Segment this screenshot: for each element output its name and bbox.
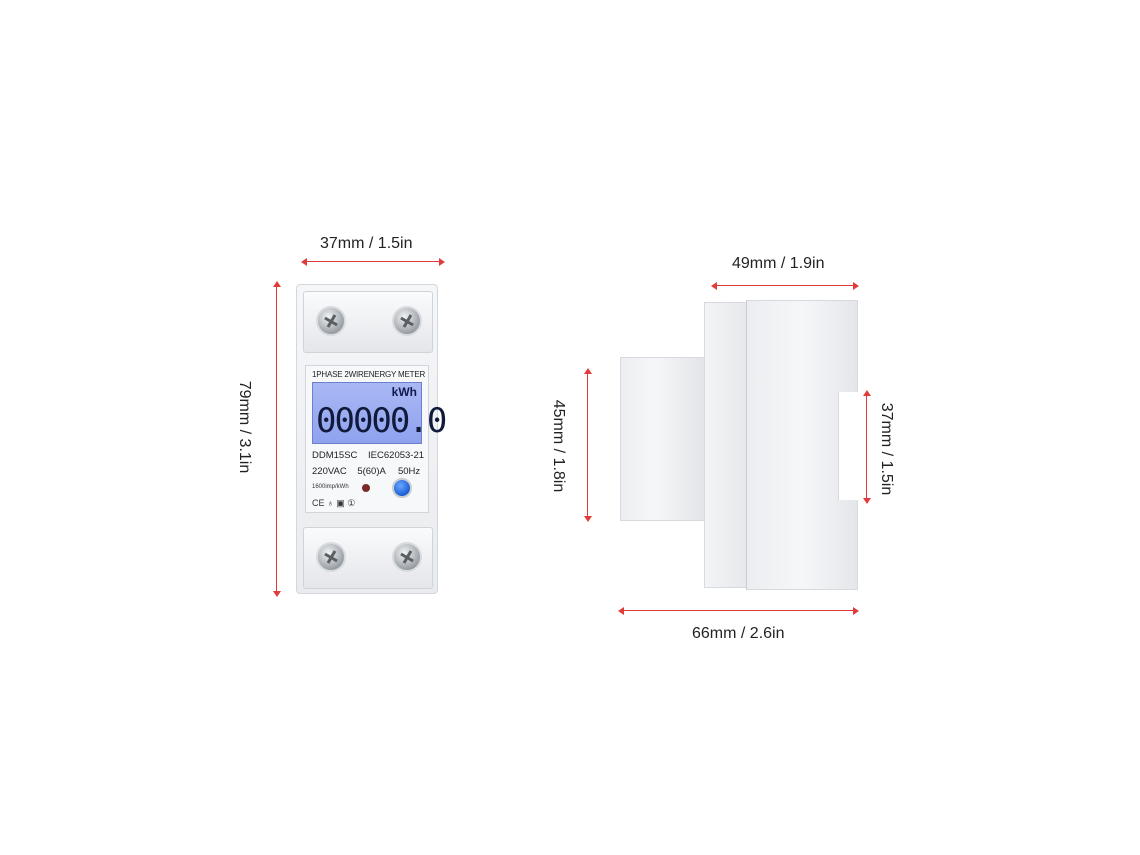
current-label: 5(60)A	[357, 466, 386, 477]
side-right-height-label: 37mm / 1.5in	[878, 402, 896, 496]
certification-marks: CE ♁ ▣ ①	[312, 498, 356, 508]
impulse-label: 1600imp/kWh	[312, 484, 349, 490]
side-top-width-arrow-left-icon	[711, 282, 717, 290]
side-top-width-arrow-right-icon	[853, 282, 859, 290]
meter-side-seam	[746, 300, 747, 590]
lcd-display: kWh 00000.0	[312, 382, 447, 444]
meter-faceplate: 1PHASE 2WIRENERGY METER kWh 00000.0 DDM1…	[305, 365, 447, 513]
lcd-unit: kWh	[391, 385, 417, 399]
front-height-arrow-bottom-icon	[273, 591, 281, 597]
top-terminal-block	[303, 291, 433, 353]
front-height-label: 79mm / 3.1in	[236, 380, 254, 474]
din-rail-clip-notch	[838, 392, 861, 500]
side-right-height-line	[866, 392, 867, 502]
screw-icon	[392, 306, 422, 336]
side-bottom-width-arrow-left-icon	[618, 607, 624, 615]
pulse-led-icon	[362, 484, 370, 492]
front-width-line	[303, 261, 443, 262]
side-bottom-width-arrow-right-icon	[853, 607, 859, 615]
side-right-height-arrow-top-icon	[863, 390, 871, 396]
side-left-height-line	[587, 370, 588, 520]
bottom-terminal-block	[303, 527, 433, 589]
display-button	[392, 478, 412, 498]
side-left-height-arrow-bottom-icon	[584, 516, 592, 522]
side-right-height-arrow-bottom-icon	[863, 498, 871, 504]
screw-icon	[316, 306, 346, 336]
screw-icon	[392, 542, 422, 572]
side-left-height-arrow-top-icon	[584, 368, 592, 374]
screw-icon	[316, 542, 346, 572]
meter-title: 1PHASE 2WIRENERGY METER	[312, 370, 426, 379]
front-height-line	[276, 283, 277, 595]
lcd-reading: 00000.0	[316, 401, 447, 441]
front-height-arrow-top-icon	[273, 281, 281, 287]
model-text: DDM15SC IEC62053-21	[312, 450, 424, 461]
standard-label: IEC62053-21	[368, 450, 425, 461]
meter-front-view: 1PHASE 2WIRENERGY METER kWh 00000.0 DDM1…	[296, 284, 447, 594]
side-bottom-width-label: 66mm / 2.6in	[692, 625, 785, 642]
voltage-label: 220VAC	[312, 466, 347, 477]
meter-side-mid-section	[704, 302, 748, 588]
model-label: DDM15SC	[312, 450, 358, 461]
side-top-width-line	[713, 285, 857, 286]
side-left-height-label: 45mm / 1.8in	[550, 399, 568, 493]
front-width-label: 37mm / 1.5in	[320, 235, 413, 252]
front-width-arrow-right-icon	[439, 258, 445, 266]
meter-side-front-module	[620, 357, 706, 521]
frequency-label: 50Hz	[397, 466, 421, 477]
front-width-arrow-left-icon	[301, 258, 307, 266]
side-bottom-width-line	[620, 610, 857, 611]
rating-text: 220VAC 5(60)A 50Hz	[312, 466, 420, 477]
side-top-width-label: 49mm / 1.9in	[732, 255, 825, 272]
